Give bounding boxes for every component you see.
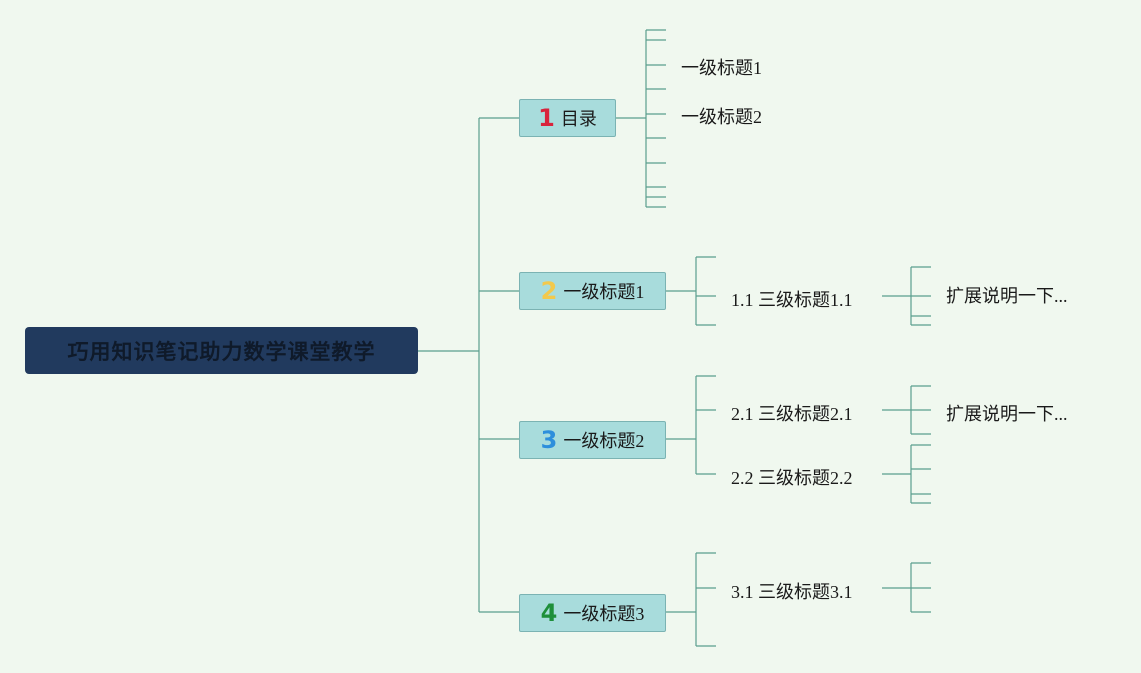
subtopic-3-1[interactable]: 3.1 三级标题3.1 [731,582,853,602]
branch-heading-3[interactable]: 4 一级标题3 [519,594,666,632]
subtopic-2-2[interactable]: 2.2 三级标题2.2 [731,468,853,488]
number-1-icon: 1 [538,104,555,132]
branch-heading-2[interactable]: 3 一级标题2 [519,421,666,459]
root-topic[interactable]: 巧用知识笔记助力数学课堂教学 [25,327,418,374]
toc-item[interactable]: 一级标题1 [681,58,762,78]
root-topic-label: 巧用知识笔记助力数学课堂教学 [67,339,376,364]
branch-label: 目录 [560,109,597,129]
number-3-icon: 3 [540,426,558,454]
number-4-icon: 4 [540,599,558,627]
toc-item[interactable]: 一级标题2 [681,107,762,127]
branch-toc[interactable]: 1 目录 [519,99,616,137]
subtopic-2-1[interactable]: 2.1 三级标题2.1 [731,404,853,424]
number-2-icon: 2 [540,277,558,305]
subtopic-1-1[interactable]: 1.1 三级标题1.1 [731,290,853,310]
note-2-1[interactable]: 扩展说明一下... [946,404,1068,424]
branch-label: 一级标题1 [563,282,645,302]
note-1-1[interactable]: 扩展说明一下... [946,286,1068,306]
branch-label: 一级标题2 [563,431,645,451]
branch-heading-1[interactable]: 2 一级标题1 [519,272,666,310]
branch-label: 一级标题3 [563,604,645,624]
